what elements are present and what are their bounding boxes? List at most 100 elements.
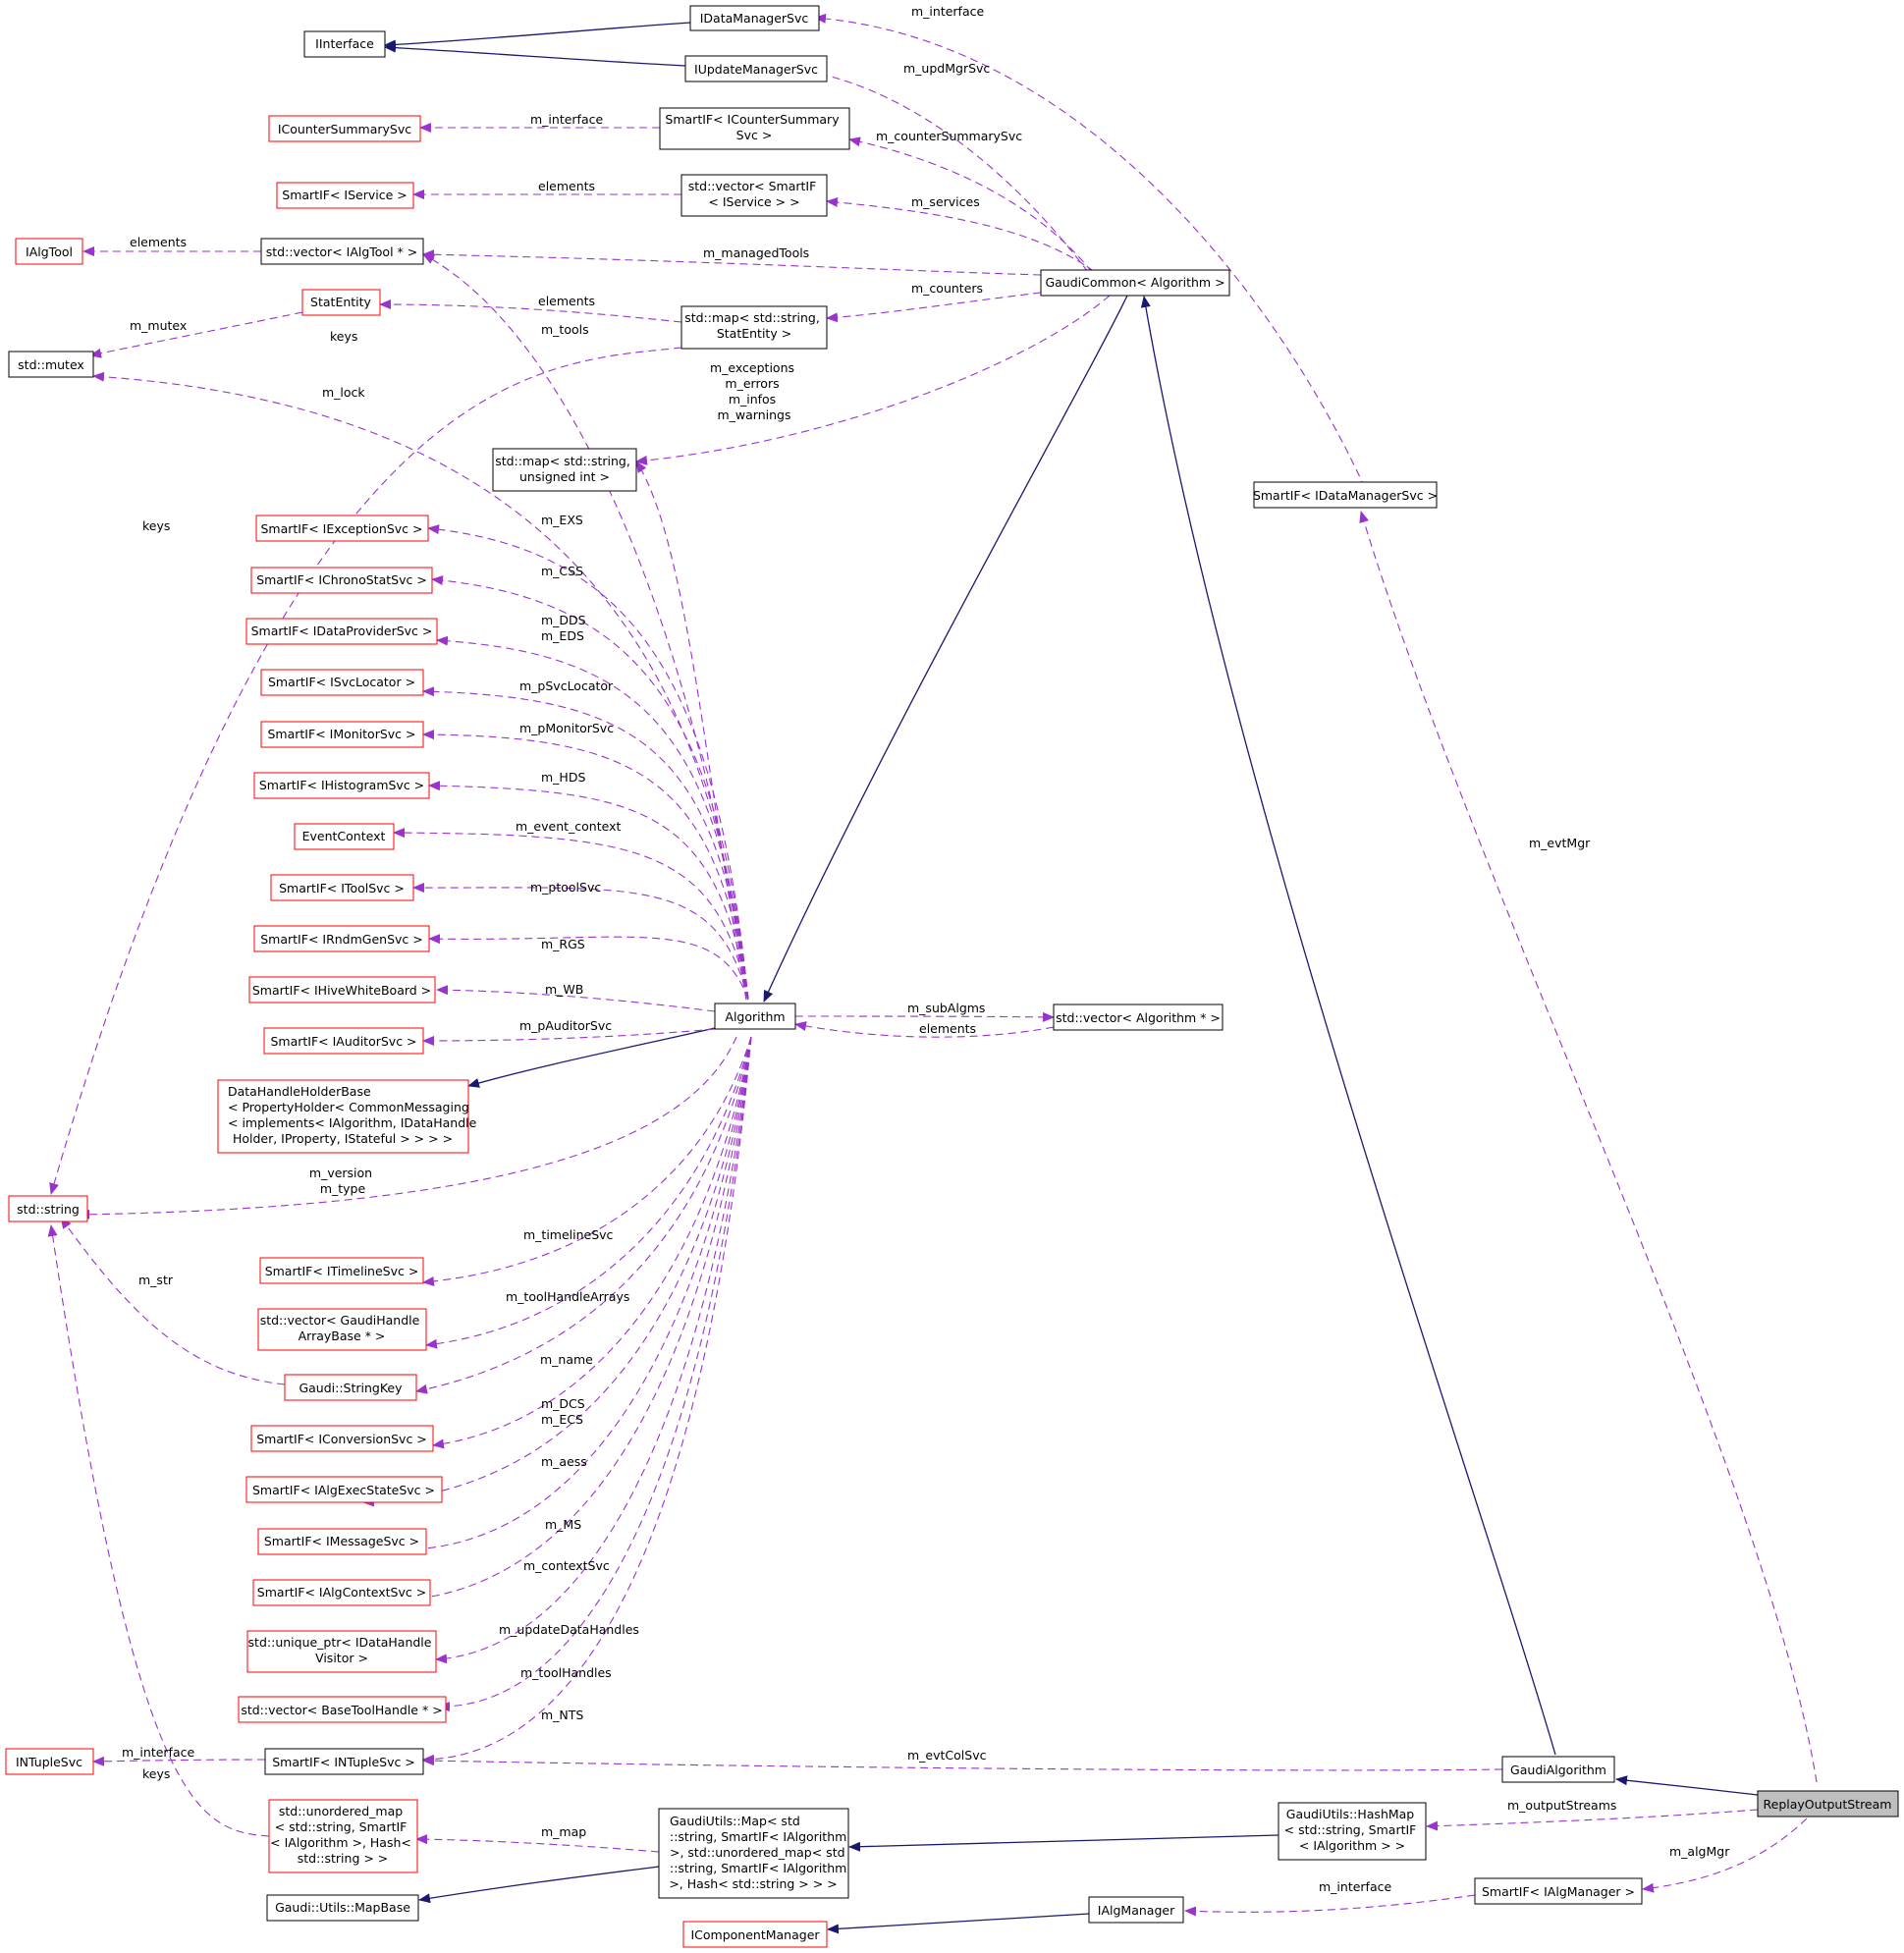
node-label: SmartIF< IAlgExecStateSvc > xyxy=(252,1483,435,1497)
edge-label-m-css: m_CSS xyxy=(541,564,583,578)
node-gaudiutils-hashmap[interactable]: GaudiUtils::HashMap < std::string, Smart… xyxy=(1278,1802,1427,1861)
node-label-line: Svc > xyxy=(736,128,773,142)
edge-label-m-pauditorsvc: m_pAuditorSvc xyxy=(519,1018,612,1033)
edge-label-m-lock: m_lock xyxy=(322,385,365,400)
edge-label-m-ptoolsvc: m_ptoolSvc xyxy=(530,880,601,895)
node-vector-basetoolhandle[interactable]: std::vector< BaseToolHandle * > xyxy=(238,1696,447,1723)
node-label-line: < IAlgorithm > > xyxy=(1299,1838,1405,1853)
node-map-string-statentity[interactable]: std::map< std::string, StatEntity > xyxy=(680,305,828,350)
node-label-line: Visitor > xyxy=(315,1651,368,1665)
edge-label-m-subalgms: m_subAlgms xyxy=(907,1001,985,1015)
node-smartif-imessagesvc[interactable]: SmartIF< IMessageSvc > xyxy=(257,1528,427,1555)
edge-label-keys-left: keys xyxy=(142,518,170,533)
node-idatamanagersvc[interactable]: IDataManagerSvc xyxy=(689,5,820,31)
node-smartif-iexceptionsvc[interactable]: SmartIF< IExceptionSvc > xyxy=(255,515,429,542)
node-label: std::map< std::string, StatEntity > xyxy=(684,310,824,341)
node-smartif-intuplesvc[interactable]: SmartIF< INTupleSvc > xyxy=(264,1748,424,1775)
edge-label-elements-algtool: elements xyxy=(130,235,187,249)
node-label-line: < implements< IAlgorithm, IDataHandle xyxy=(228,1115,477,1130)
node-intuplesvc[interactable]: INTupleSvc xyxy=(5,1748,94,1775)
node-smartif-itimelinesvc[interactable]: SmartIF< ITimelineSvc > xyxy=(259,1257,424,1284)
node-vector-smartif-iservice[interactable]: std::vector< SmartIF < IService > > xyxy=(680,174,828,217)
edge-label-m-errors-line: m_errors xyxy=(725,376,779,391)
node-label-line: < IService > > xyxy=(708,194,799,209)
node-label: std::unique_ptr< IDataHandle Visitor > xyxy=(248,1635,436,1665)
node-datahandleholderbase[interactable]: DataHandleHolderBase < PropertyHolder< C… xyxy=(217,1079,480,1154)
node-label: IUpdateManagerSvc xyxy=(694,62,818,77)
node-label: IAlgManager xyxy=(1098,1903,1175,1918)
edge-label-m-exceptions-line: m_exceptions xyxy=(710,360,794,375)
edge-label-m-dds: m_DDS m_EDS xyxy=(541,613,590,643)
node-statentity[interactable]: StatEntity xyxy=(301,289,381,316)
node-vector-ialgtool[interactable]: std::vector< IAlgTool * > xyxy=(260,238,424,265)
node-smartif-ichronostatsvc[interactable]: SmartIF< IChronoStatSvc > xyxy=(250,567,433,594)
node-gaudicommon-algorithm[interactable]: GaudiCommon< Algorithm > xyxy=(1040,269,1230,297)
node-label-line: < PropertyHolder< CommonMessaging xyxy=(228,1100,469,1114)
nodes: IDataManagerSvc IInterface IUpdateManage… xyxy=(5,5,1899,1948)
edge-label-m-dcs-line: m_DCS xyxy=(541,1396,585,1411)
node-label-line: GaudiUtils::Map< std xyxy=(670,1814,800,1828)
node-label: GaudiCommon< Algorithm > xyxy=(1045,275,1224,290)
node-gaudiutils-map[interactable]: GaudiUtils::Map< std ::string, SmartIF< … xyxy=(658,1808,850,1899)
node-icountersummarysvc[interactable]: ICounterSummarySvc xyxy=(268,115,421,142)
node-smartif-icountersummarysvc[interactable]: SmartIF< ICounterSummary Svc > xyxy=(659,107,850,150)
node-icomponentmanager[interactable]: IComponentManager xyxy=(682,1921,828,1948)
edge-label-m-evtcolsvc: m_evtColSvc xyxy=(907,1748,987,1763)
node-label-line: ::string, SmartIF< IAlgorithm xyxy=(670,1829,846,1844)
node-smartif-ialgcontextsvc[interactable]: SmartIF< IAlgContextSvc > xyxy=(252,1579,431,1606)
edge-label-m-tools: m_tools xyxy=(541,322,589,337)
edge-label-m-ms: m_MS xyxy=(545,1517,581,1532)
node-gaudialgorithm[interactable]: GaudiAlgorithm xyxy=(1501,1756,1615,1783)
node-ialgmanager[interactable]: IAlgManager xyxy=(1088,1896,1184,1924)
node-smartif-ihivewhiteboard[interactable]: SmartIF< IHiveWhiteBoard > xyxy=(248,976,436,1004)
node-iinterface[interactable]: IInterface xyxy=(303,30,386,58)
node-smartif-iconversionsvc[interactable]: SmartIF< IConversionSvc > xyxy=(250,1425,434,1452)
node-smartif-ialgexecstatesvc[interactable]: SmartIF< IAlgExecStateSvc > xyxy=(245,1476,443,1503)
node-label: SmartIF< IMessageSvc > xyxy=(264,1534,419,1548)
node-gaudi-utils-mapbase[interactable]: Gaudi::Utils::MapBase xyxy=(266,1894,419,1922)
node-eventcontext[interactable]: EventContext xyxy=(294,823,395,850)
node-gaudi-stringkey[interactable]: Gaudi::StringKey xyxy=(284,1374,417,1401)
node-vector-gaudihandlearraybase[interactable]: std::vector< GaudiHandle ArrayBase * > xyxy=(257,1308,427,1351)
node-label: SmartIF< IRndmGenSvc > xyxy=(260,932,423,947)
node-iupdatemanagersvc[interactable]: IUpdateManagerSvc xyxy=(684,55,828,82)
edge-label-m-interface-counter: m_interface xyxy=(530,112,603,127)
node-label: std::vector< BaseToolHandle * > xyxy=(241,1703,442,1717)
node-label-line: DataHandleHolderBase xyxy=(228,1084,371,1099)
node-smartif-iservice[interactable]: SmartIF< IService > xyxy=(276,182,414,209)
node-smartif-imonitorsvc[interactable]: SmartIF< IMonitorSvc > xyxy=(260,721,424,748)
edge-label-m-mutex: m_mutex xyxy=(130,318,187,333)
node-unique-ptr-idatahandlevisitor[interactable]: std::unique_ptr< IDataHandle Visitor > xyxy=(246,1630,437,1673)
node-map-string-uint[interactable]: std::map< std::string, unsigned int > xyxy=(492,448,637,492)
node-smartif-irndmgensvc[interactable]: SmartIF< IRndmGenSvc > xyxy=(253,925,430,952)
node-ialgtool[interactable]: IAlgTool xyxy=(15,238,83,265)
node-label-line: std::map< std::string, xyxy=(495,454,630,468)
node-smartif-idatamanagersvc[interactable]: SmartIF< IDataManagerSvc > xyxy=(1253,481,1438,509)
node-label: SmartIF< ICounterSummary Svc > xyxy=(665,112,843,142)
node-algorithm[interactable]: Algorithm xyxy=(714,1003,796,1030)
edge-label-keys-top: keys xyxy=(330,329,357,344)
edge-label-m-name: m_name xyxy=(540,1352,593,1367)
node-unordered-map[interactable]: std::unordered_map < std::string, SmartI… xyxy=(268,1799,418,1873)
node-std-string[interactable]: std::string xyxy=(8,1195,88,1222)
node-smartif-idataprovidersvc[interactable]: SmartIF< IDataProviderSvc > xyxy=(245,618,438,645)
node-smartif-itoolsvc[interactable]: SmartIF< IToolSvc > xyxy=(270,874,414,901)
edge-label-m-dcs: m_DCS m_ECS xyxy=(541,1396,589,1427)
node-smartif-isvclocator[interactable]: SmartIF< ISvcLocator > xyxy=(260,669,424,696)
node-label: std::vector< IAlgTool * > xyxy=(266,244,417,259)
node-replayoutputstream[interactable]: ReplayOutputStream xyxy=(1757,1790,1899,1817)
node-vector-algorithm[interactable]: std::vector< Algorithm * > xyxy=(1053,1004,1224,1031)
edge-label-m-evtmgr: m_evtMgr xyxy=(1529,836,1591,850)
node-label-line: >, std::unordered_map< std xyxy=(670,1845,845,1860)
node-label: SmartIF< IDataManagerSvc > xyxy=(1253,488,1438,503)
node-label: SmartIF< ITimelineSvc > xyxy=(265,1264,419,1278)
node-label: Gaudi::Utils::MapBase xyxy=(275,1900,410,1915)
node-std-mutex[interactable]: std::mutex xyxy=(8,351,94,378)
node-smartif-ialgmanager[interactable]: SmartIF< IAlgManager > xyxy=(1474,1877,1643,1905)
node-smartif-iauditorsvc[interactable]: SmartIF< IAuditorSvc > xyxy=(263,1027,424,1055)
edge-label-m-nts: m_NTS xyxy=(541,1708,583,1722)
node-label-line: std::vector< GaudiHandle xyxy=(260,1313,420,1328)
node-label: IDataManagerSvc xyxy=(700,11,809,26)
edge-label-m-counters: m_counters xyxy=(911,281,983,296)
node-smartif-ihistogramsvc[interactable]: SmartIF< IHistogramSvc > xyxy=(253,772,430,799)
